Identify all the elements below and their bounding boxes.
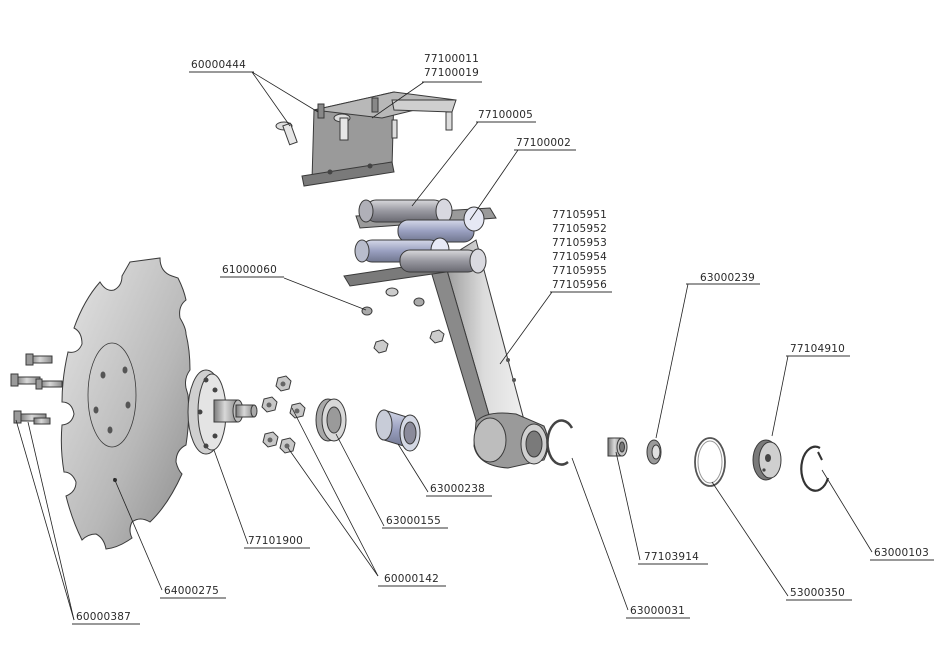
label-63000103: 63000103 [870,547,934,560]
label-53000350: 53000350 [786,587,852,600]
svg-text:63000238: 63000238 [430,483,485,495]
svg-text:77100002: 77100002 [516,137,571,149]
svg-text:77105955: 77105955 [552,265,607,277]
label-60000444: 60000444 [189,59,254,72]
hub-77101900 [188,370,257,454]
bolts-60000387 [11,354,62,424]
svg-text:77101900: 77101900 [248,535,303,547]
top-bracket [302,92,456,186]
svg-text:60000444: 60000444 [191,59,246,71]
svg-text:77103914: 77103914 [644,551,699,563]
nuts-61000060 [362,298,444,353]
label-63000239: 63000239 [686,272,760,284]
label-61000060: 61000060 [220,264,284,277]
svg-text:77100005: 77100005 [478,109,533,121]
label-77100005: 77100005 [476,109,536,122]
svg-text:63000155: 63000155 [386,515,441,527]
label-77100002: 77100002 [514,137,576,150]
circlip-63000103 [801,447,828,491]
svg-text:63000031: 63000031 [630,605,685,617]
label-63000031: 63000031 [626,605,690,618]
label-77101900: 77101900 [244,535,310,548]
svg-text:77105952: 77105952 [552,223,607,235]
svg-text:77104910: 77104910 [790,343,845,355]
label-60000387: 60000387 [72,611,140,624]
svg-text:77105953: 77105953 [552,237,607,249]
svg-text:77100011: 77100011 [424,53,479,65]
label-64000275: 64000275 [160,585,226,598]
bushing-77103914 [608,438,627,456]
bearing-63000155 [316,399,346,441]
label-63000155: 63000155 [382,515,448,528]
snap-ring-63000031 [547,421,572,465]
label-77104910: 77104910 [786,343,850,356]
svg-text:60000142: 60000142 [384,573,439,585]
label-63000238: 63000238 [426,483,492,496]
seal-63000239 [647,440,661,464]
label-77103914: 77103914 [638,551,708,564]
o-ring-53000350 [695,438,725,486]
svg-text:63000103: 63000103 [874,547,929,559]
svg-text:77105956: 77105956 [552,279,607,291]
svg-text:77105951: 77105951 [552,209,607,221]
label-arm-parts: 77105951 77105952 77105953 77105954 7710… [550,209,612,292]
svg-text:63000239: 63000239 [700,272,755,284]
svg-text:64000275: 64000275 [164,585,219,597]
svg-text:77105954: 77105954 [552,251,607,263]
nuts-60000142 [262,376,305,453]
svg-text:61000060: 61000060 [222,264,277,276]
svg-text:53000350: 53000350 [790,587,845,599]
svg-text:60000387: 60000387 [76,611,131,623]
labels: 60000444 77100011 77100019 77100005 7710… [72,53,934,624]
label-60000142: 60000142 [378,573,446,586]
cap-77104910 [753,440,781,480]
svg-text:77100019: 77100019 [424,67,479,79]
label-77100011: 77100011 77100019 [422,53,482,82]
